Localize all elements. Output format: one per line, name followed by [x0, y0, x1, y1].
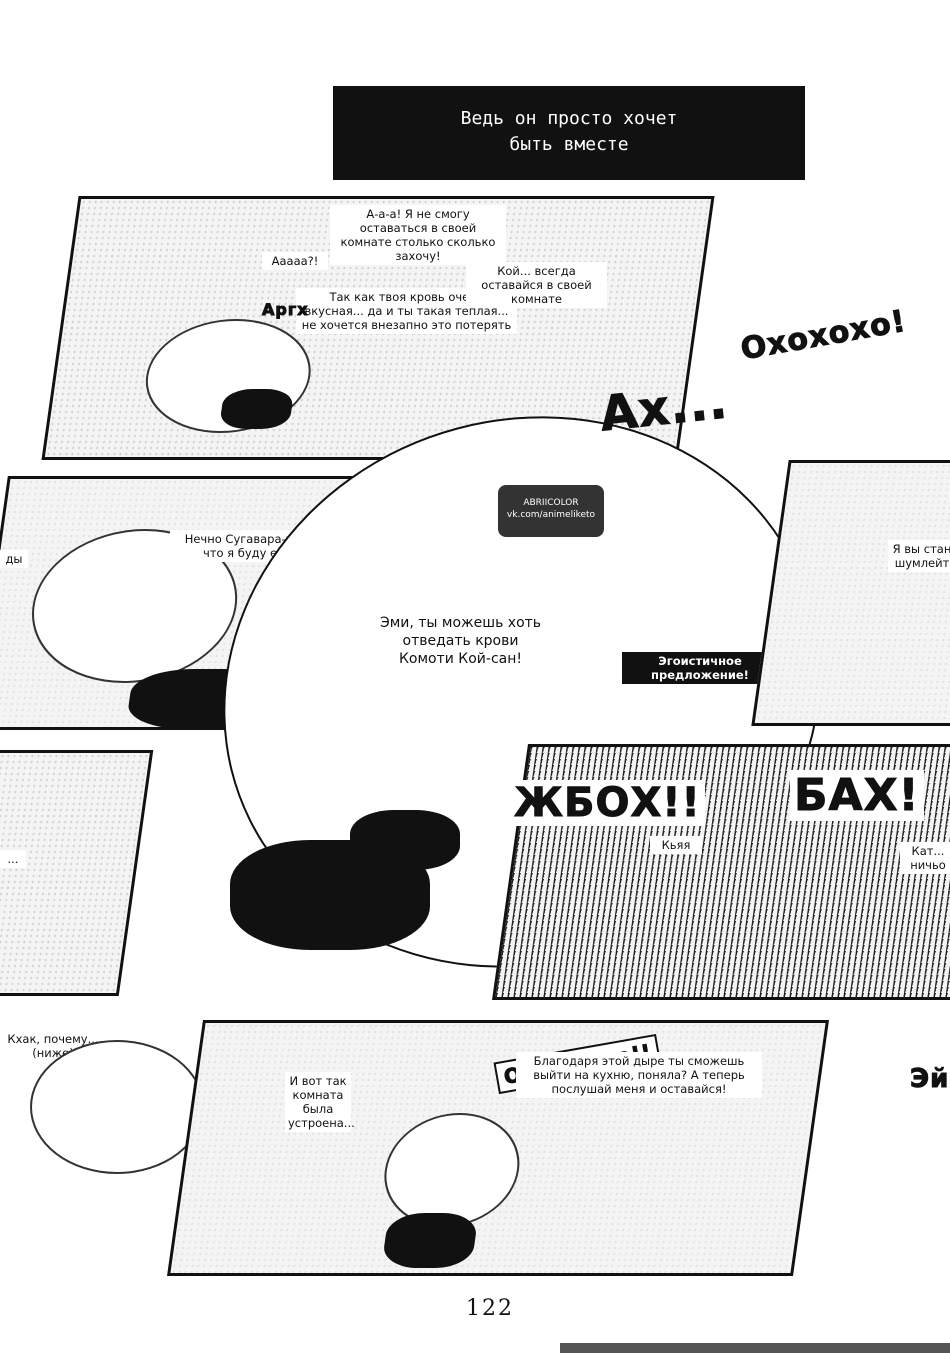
bubble-bottom-left-col: И вот так комната была устроена... [285, 1072, 355, 1132]
bottom-left-character [30, 1040, 204, 1174]
bubble-right-edge: Я вы стан шумлейт [888, 540, 950, 572]
watermark-stamp: ABRIICOLOR vk.com/animeliketo [498, 485, 604, 537]
sfx-bottom-corner: Эй [909, 1064, 950, 1095]
bubble-p1-scream: Ааааа?! [262, 252, 328, 270]
panel-left-cut [0, 750, 154, 996]
caption-line-1: Ведь он просто хочет [460, 108, 678, 129]
caption-line-2: быть вместе [509, 134, 629, 155]
center-clothes-shadow [350, 810, 460, 870]
bubble-far-left-cut: ... [0, 850, 26, 868]
title-caption: Ведь он просто хочет быть вместе [333, 86, 805, 180]
bubble-right-cut-bottom: Кат... ничьо [900, 842, 950, 874]
bubble-center-offer: Эгоистичное предложение! [622, 652, 778, 684]
bottom-edge-bar [560, 1343, 950, 1353]
watermark-line-1: ABRIICOLOR [523, 498, 579, 508]
sfx-small-top: Аргх [262, 300, 309, 320]
page-number: 122 [466, 1296, 514, 1321]
sfx-top-right: Охохохо! [738, 303, 910, 368]
bubble-center-main: Эми, ты можешь хоть отведать крови Комот… [370, 612, 551, 670]
bottom-character [376, 1113, 527, 1227]
sfx-right-crash: БАХ! [790, 770, 924, 822]
watermark-line-2: vk.com/animeliketo [506, 510, 596, 520]
bubble-p2-left-fragment: ды [0, 550, 28, 568]
bubble-p1-top: А-а-а! Я не смогу оставаться в своей ком… [330, 205, 506, 265]
sfx-right-big: Ах... [597, 373, 731, 443]
panel-right-edge [751, 460, 950, 726]
bottom-hair-shadow [381, 1213, 479, 1268]
bubble-bottom-thanks: Благодаря этой дыре ты сможешь выйти на … [516, 1052, 762, 1098]
bubble-small-right: Кьяя [650, 836, 702, 854]
sfx-center-hit: ЖБОХ!! [510, 780, 705, 827]
character-shadow [218, 389, 295, 429]
bubble-p1-right: Кой... всегда оставайся в своей комнате [466, 262, 607, 308]
